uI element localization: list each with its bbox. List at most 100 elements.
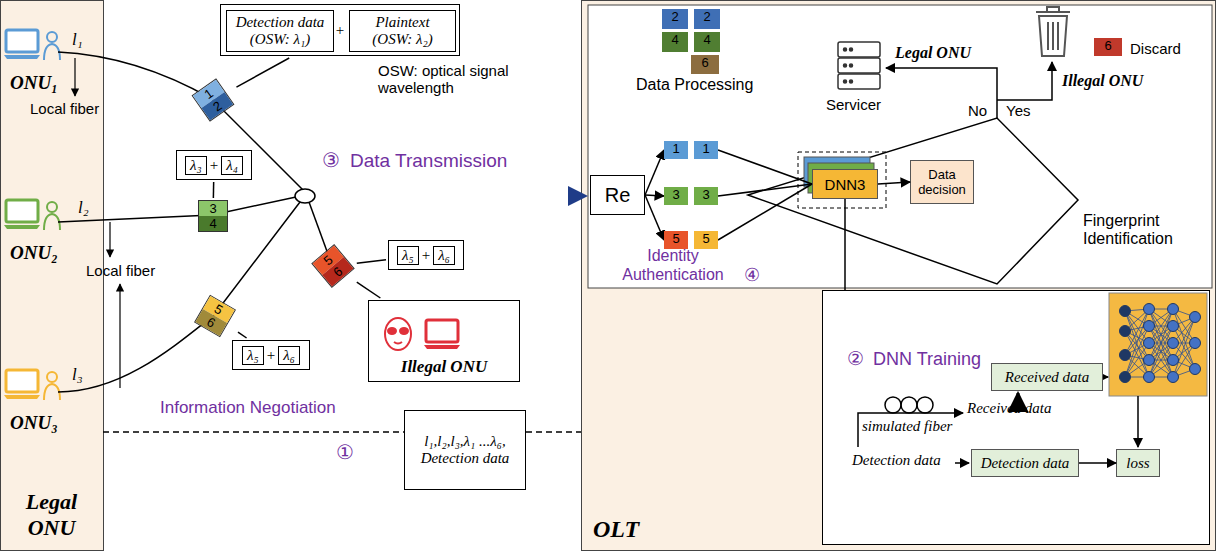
decision-arrows-part <box>886 68 997 118</box>
label: Received data <box>967 400 1052 417</box>
label: ④ <box>744 264 760 286</box>
dnn-training-drawing-part <box>1168 304 1179 315</box>
label: Information Negotiation <box>160 398 336 418</box>
server-icon-part <box>850 64 853 67</box>
label: Identity Authentication <box>606 246 740 284</box>
node-text: Re <box>605 184 631 207</box>
local-fiber-pointers-part <box>119 284 120 388</box>
label: ONU₃ <box>10 412 58 434</box>
node-text: 3 <box>664 187 688 205</box>
decision-arrows-part <box>997 62 1052 100</box>
node-text: 5 <box>664 231 688 249</box>
label: ③ <box>322 148 340 172</box>
node-text: 1 <box>664 141 688 159</box>
connector <box>1079 462 1116 464</box>
node-text: Detection data <box>981 455 1070 472</box>
data-square: 6 <box>690 54 720 74</box>
olt-panel <box>582 1 1216 551</box>
negotiation-box: l₁,l₂,l₃,λ₁ ...λ₆, Detection data <box>404 410 526 490</box>
node-text: + <box>210 157 218 174</box>
dnn-training-drawing-part-part <box>1017 393 1020 401</box>
alien-icon-part <box>394 342 402 344</box>
onu-icons-part <box>44 372 60 400</box>
label: Data Processing <box>636 76 753 94</box>
dnn-training-drawing-part <box>1144 355 1155 366</box>
dnn-training-drawing-part <box>1168 372 1179 383</box>
connector <box>645 195 664 196</box>
detection-data-box: Detection data (OSW: λ₁) <box>226 10 334 52</box>
server-icon <box>838 42 880 89</box>
discard-square: 6 <box>1093 38 1123 56</box>
signal-pair: 11 <box>664 140 718 160</box>
label: l₃ <box>72 365 83 385</box>
label: Detection data <box>852 452 941 469</box>
label: OSW: optical signal wavelength <box>378 62 528 96</box>
wavelength-box: λ₃+λ₄ <box>176 150 252 180</box>
dnn-training-drawing-part <box>1168 355 1179 366</box>
node-text: 3 <box>694 187 718 205</box>
onu-icons <box>4 30 60 400</box>
connector <box>878 182 910 184</box>
node-text: 4 <box>694 32 720 52</box>
server-icon-part <box>838 74 880 89</box>
node-text: λ₆ <box>278 346 300 365</box>
connector <box>357 260 386 263</box>
dnn-training-drawing-part <box>1120 350 1131 361</box>
wavelength-box: λ₅+λ₆ <box>232 340 310 370</box>
server-icon-part <box>844 48 847 51</box>
server-icon-part <box>850 80 853 83</box>
dnn-training-drawing-part <box>1109 293 1207 396</box>
detection-data-box: Detection data <box>971 449 1079 477</box>
trash-icon-part <box>1047 7 1059 12</box>
label: Yes <box>1006 102 1030 119</box>
illegal-laptop-icon <box>424 320 460 349</box>
node-text: + <box>267 347 275 364</box>
trash-icon-part <box>1048 22 1058 50</box>
connector <box>526 431 581 433</box>
node-text: 6 <box>1094 38 1122 56</box>
alien-icon-part <box>400 328 408 334</box>
transmission-line <box>316 194 586 198</box>
server-icon-part <box>844 80 847 83</box>
onu-icons-part <box>4 370 40 399</box>
node-text: + <box>422 247 430 264</box>
alien-icon-part <box>388 328 396 334</box>
connector <box>357 282 381 298</box>
node-text: λ₃ <box>185 156 207 175</box>
dnn-training-drawing-part <box>1190 312 1201 323</box>
onu-icons-part <box>4 30 40 59</box>
label: Discard <box>1130 40 1181 57</box>
dnn-training-drawing-part <box>1120 306 1131 317</box>
dnn-training-drawing-part <box>1144 304 1155 315</box>
node-text: 4 <box>662 32 688 52</box>
connector <box>238 332 247 338</box>
node-text: 6 <box>691 55 719 74</box>
packet-box: +Detection data (OSW: λ₁)Plaintext (OSW:… <box>220 4 460 56</box>
node-text: Detection data (OSW: λ₁) <box>230 14 330 48</box>
node-text: DNN Training <box>873 349 981 370</box>
connector <box>103 431 404 433</box>
alien-icon-part <box>385 318 411 350</box>
connector <box>213 182 215 198</box>
onu-icons-part <box>44 202 60 230</box>
trash-icon <box>1036 7 1070 56</box>
node-text: 5 <box>694 231 718 249</box>
receiver-box: Re <box>590 175 645 215</box>
fingerprint-diamond: Fingerprint IdentificationDNN3Data decis… <box>745 112 1085 287</box>
connector <box>718 184 812 196</box>
connector <box>718 184 812 240</box>
node-text: 4 <box>199 216 227 231</box>
node-text: λ₅ <box>242 346 264 365</box>
signal-square: 56 <box>194 295 236 338</box>
node-text: 1 <box>694 141 718 159</box>
signal-square: 56 <box>311 244 355 288</box>
node-text: Fingerprint Identification <box>1083 212 1211 248</box>
fibers-part <box>58 197 296 222</box>
signal-square: 34 <box>198 200 228 232</box>
label: Illegal ONU <box>1062 72 1143 90</box>
node-text: 2 <box>662 9 688 29</box>
server-icon-part <box>844 64 847 67</box>
label: ① <box>336 440 354 464</box>
connector <box>844 199 846 290</box>
